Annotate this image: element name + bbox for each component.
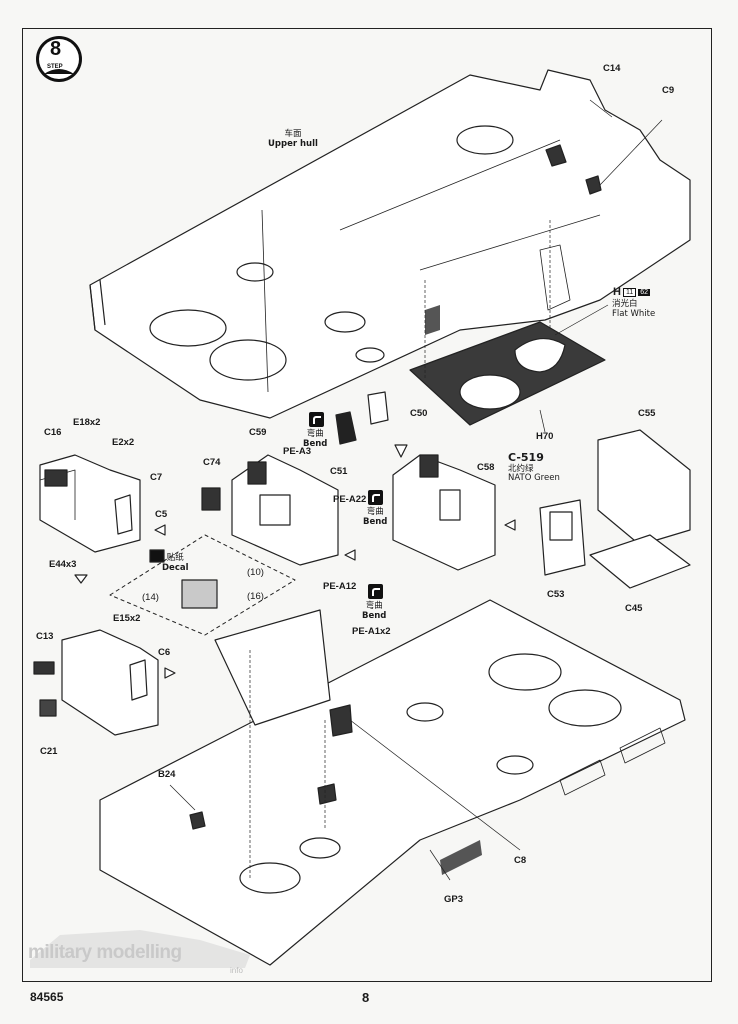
step-number: 8 bbox=[50, 38, 62, 60]
part-c13: C13 bbox=[36, 631, 54, 642]
subassembly-right bbox=[392, 454, 496, 571]
part-c7: C7 bbox=[150, 472, 163, 483]
bend-en-2: Bend bbox=[363, 516, 388, 527]
bend-cn-2: 弯曲 bbox=[366, 507, 384, 517]
paint-code-1: 11 bbox=[622, 287, 637, 297]
paint-flat-white-label: 消光白 Flat White bbox=[612, 299, 656, 320]
part-e18x2: E18x2 bbox=[73, 417, 101, 428]
decal-number-c: (16) bbox=[247, 591, 264, 602]
step-label: STEP bbox=[47, 64, 63, 70]
part-e2x2: E2x2 bbox=[112, 437, 135, 448]
part-pe-a12: PE-A12 bbox=[323, 581, 357, 592]
part-c9: C9 bbox=[662, 85, 675, 96]
step-badge: 8 STEP bbox=[34, 34, 84, 84]
part-c16: C16 bbox=[44, 427, 62, 438]
paint-flat-white-code: H 11 62 bbox=[613, 286, 651, 298]
part-c74: C74 bbox=[203, 457, 221, 468]
part-c51: C51 bbox=[330, 466, 348, 477]
part-c6: C6 bbox=[158, 647, 171, 658]
bend-icon bbox=[309, 412, 324, 427]
upper-hull-drawing bbox=[89, 69, 691, 419]
part-c14: C14 bbox=[603, 63, 621, 74]
subassembly-left-top bbox=[39, 454, 141, 553]
decal-label: 贴纸 Decal bbox=[162, 553, 189, 574]
part-pe-a22: PE-A22 bbox=[333, 494, 367, 505]
paint-letter: H bbox=[613, 286, 621, 298]
watermark-subtext: info bbox=[230, 966, 243, 975]
bend-icon-3 bbox=[368, 584, 383, 599]
upper-hull-cn: 车面 bbox=[284, 129, 302, 139]
part-c21: C21 bbox=[40, 746, 58, 757]
part-c50: C50 bbox=[410, 408, 428, 419]
flat-white-en: Flat White bbox=[612, 308, 656, 319]
decal-number-b: (14) bbox=[142, 592, 159, 603]
h70-plate-drawing bbox=[409, 321, 606, 426]
part-b24: B24 bbox=[158, 769, 176, 780]
nato-green-code: C-519 bbox=[508, 451, 544, 464]
bend-cn: 弯曲 bbox=[306, 429, 324, 439]
upper-hull-en: Upper hull bbox=[268, 138, 318, 149]
lower-hull-drawing bbox=[99, 599, 686, 966]
subassembly-left-bottom bbox=[33, 629, 159, 736]
paint-code-2: 62 bbox=[638, 288, 651, 296]
page-number: 8 bbox=[362, 990, 370, 1005]
part-c53: C53 bbox=[547, 589, 565, 600]
bend-cn-3: 弯曲 bbox=[365, 601, 383, 611]
nato-green-en: NATO Green bbox=[508, 473, 560, 484]
part-e44x3: E44x3 bbox=[49, 559, 77, 570]
bend-icon-2 bbox=[368, 490, 383, 505]
part-c59: C59 bbox=[249, 427, 267, 438]
part-c8: C8 bbox=[514, 855, 527, 866]
page-frame bbox=[22, 28, 712, 982]
watermark-tank-icon bbox=[30, 930, 250, 968]
part-c55: C55 bbox=[638, 408, 656, 419]
watermark-text: military modelling bbox=[28, 942, 182, 963]
subassembly-far-right bbox=[539, 429, 691, 589]
flat-white-cn: 消光白 bbox=[612, 299, 638, 309]
bend-label-3: 弯曲 Bend bbox=[362, 601, 387, 622]
product-code: 84565 bbox=[30, 990, 64, 1004]
decal-number-a: (10) bbox=[247, 567, 264, 578]
part-h70: H70 bbox=[536, 431, 554, 442]
bend-en: Bend bbox=[303, 438, 328, 449]
upper-hull-label: 车面 Upper hull bbox=[268, 129, 318, 150]
part-gp3: GP3 bbox=[444, 894, 464, 905]
bend-label-1: 弯曲 Bend bbox=[303, 429, 328, 450]
part-e15x2: E15x2 bbox=[113, 613, 141, 624]
decal-en: Decal bbox=[162, 562, 189, 573]
part-pe-a1x2: PE-A1x2 bbox=[352, 626, 391, 637]
decal-cn: 贴纸 bbox=[166, 553, 184, 563]
part-c45: C45 bbox=[625, 603, 643, 614]
bend-label-2: 弯曲 Bend bbox=[363, 507, 388, 528]
nato-green-cn: 北约绿 bbox=[508, 463, 534, 474]
paint-nato-green-label: C-519 北约绿 NATO Green bbox=[508, 451, 560, 484]
part-c58: C58 bbox=[477, 462, 495, 473]
part-pe-a3: PE-A3 bbox=[283, 446, 311, 457]
subassembly-middle bbox=[201, 454, 339, 566]
bend-en-3: Bend bbox=[362, 610, 387, 621]
part-c5: C5 bbox=[155, 509, 168, 520]
